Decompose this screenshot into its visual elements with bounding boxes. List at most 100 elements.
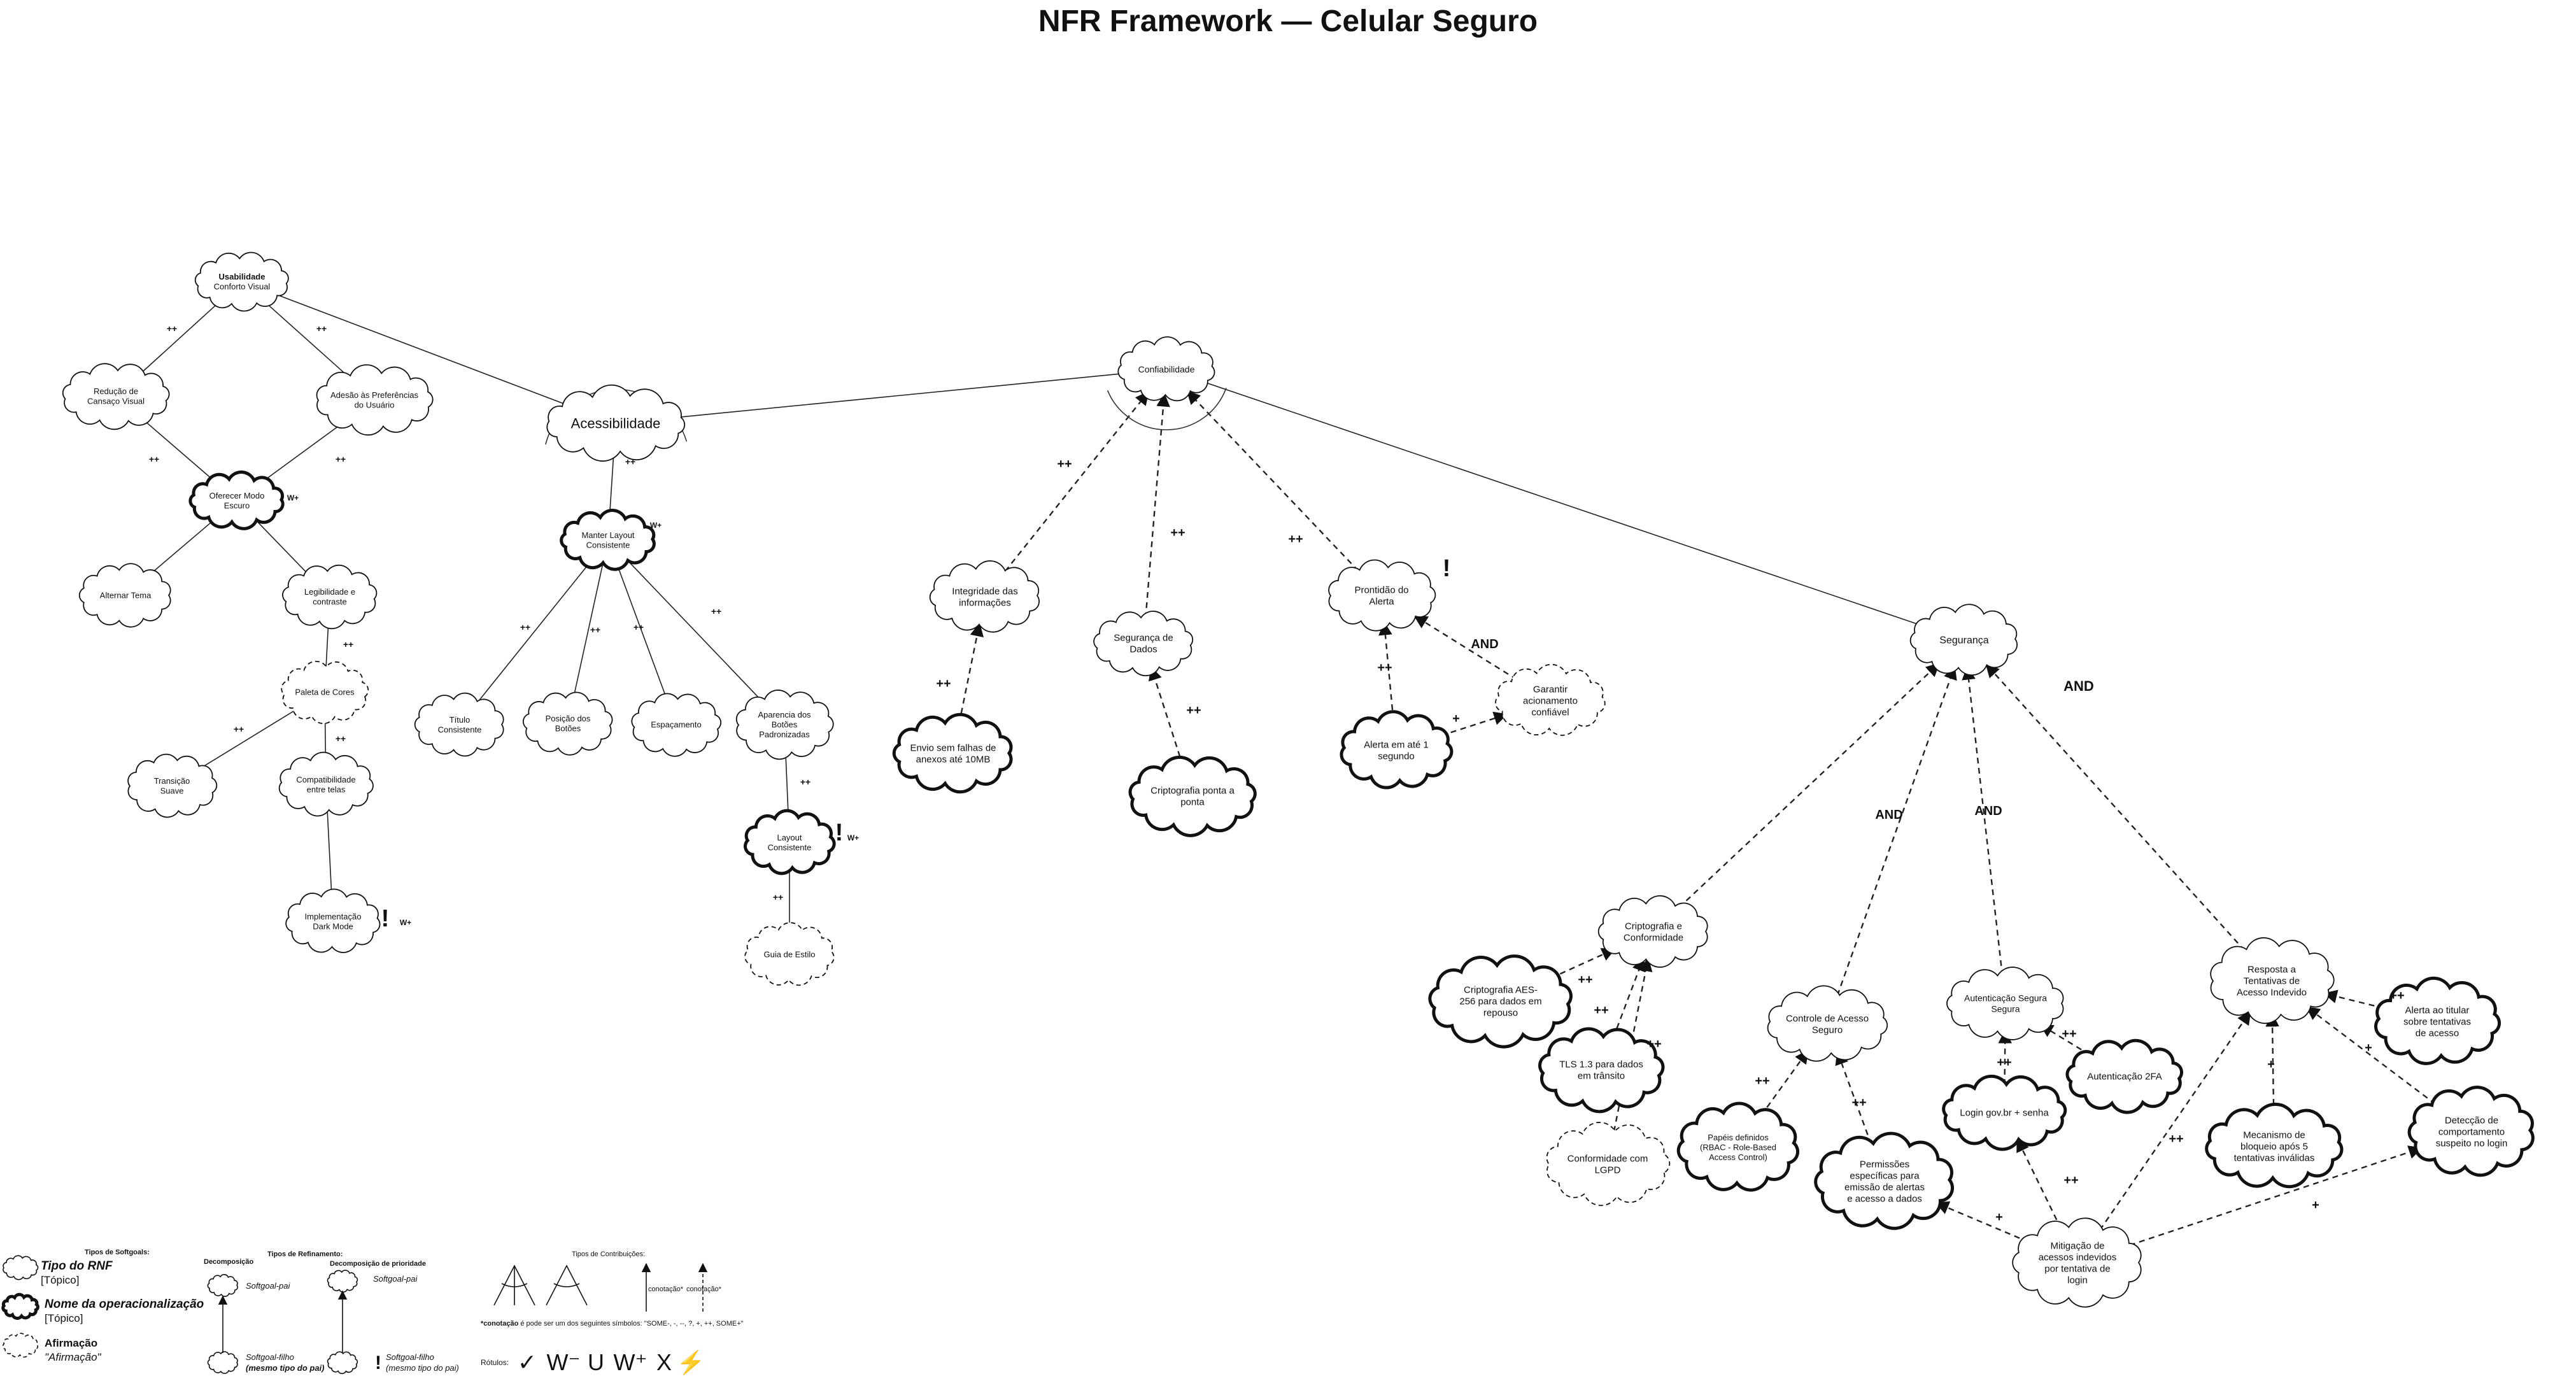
edge-tls-to-criptoconf <box>1612 957 1646 1038</box>
usab-label-l2: Conforto Visual <box>214 281 271 291</box>
mecanismo-label-l3: tentativas inválidas <box>2234 1152 2315 1163</box>
softgoal-aut2fa: Autenticação 2FA <box>2065 1038 2183 1114</box>
mitig-label-l3: por tentativa de <box>2044 1263 2110 1274</box>
legend-and-symbol-0 <box>493 1264 535 1306</box>
segdados-cloud <box>1093 611 1194 677</box>
aparencia-label-l3: Padronizadas <box>759 730 810 739</box>
lgpd-label-l1: Conformidade com <box>1568 1153 1648 1164</box>
permissoes-label-l2: específicas para <box>1850 1170 1920 1181</box>
softgoal-seg: Segurança <box>1909 604 2018 676</box>
legend-child: Softgoal-filho <box>386 1352 434 1362</box>
edge-papeis-to-controle <box>1760 1049 1809 1116</box>
edge-aparencia-to-layoutc <box>785 752 789 818</box>
aes-cloud <box>1428 954 1573 1049</box>
edge-label-plus-plus: ++ <box>520 622 530 632</box>
deteccao-label-l3: suspeito no login <box>2436 1138 2508 1149</box>
legend-nfr_type: Tipo do RNF <box>41 1259 113 1273</box>
legend-child_note: (mesmo tipo do pai) <box>246 1363 325 1373</box>
usab-cloud <box>194 251 289 312</box>
cripto_pp-label-l1: Criptografia ponta a <box>1150 785 1235 796</box>
legend-claim: Afirmação <box>45 1337 97 1349</box>
posicao-label-l2: Botões <box>555 723 581 733</box>
espac-label-l1: Espaçamento <box>651 720 702 730</box>
titulo-cloud <box>414 692 504 757</box>
modoescuro-label-l2: Escuro <box>224 500 250 510</box>
softgoal-guia: Guia de Estilo <box>744 922 835 986</box>
permissoes-label-l4: e acesso a dados <box>1847 1193 1922 1204</box>
edge-label-plus-plus: ++ <box>2389 989 2404 1003</box>
criptoconf-label-l1: Criptografia e <box>1625 921 1682 931</box>
edge-envio-to-integ <box>958 622 984 724</box>
seg-label-l1: Segurança <box>1939 635 1988 646</box>
criptoconf-label-l2: Conformidade <box>1624 932 1683 943</box>
lgpd-cloud <box>1546 1121 1671 1207</box>
autent-cloud <box>1946 967 2064 1040</box>
softgoal-confiab: Confiabilidade <box>1117 336 1215 402</box>
edge-label-wplus: W+ <box>400 918 411 927</box>
edge-label-plus-plus: ++ <box>936 677 951 691</box>
segdados-label-l1: Segurança de <box>1114 632 1173 643</box>
edge-label-plus: + <box>2267 1058 2275 1072</box>
integ-cloud <box>929 560 1040 633</box>
mecanismo-label-l1: Mecanismo de <box>2243 1130 2305 1140</box>
compat-cloud <box>278 751 374 817</box>
edge-label-plus: + <box>1995 1210 2003 1224</box>
manter-label-l1: Manter Layout <box>581 530 634 540</box>
edge-label-plus-plus: ++ <box>316 323 327 334</box>
resposta-label-l3: Acesso Indevido <box>2237 987 2307 998</box>
edge-acess-to-manter <box>609 451 614 518</box>
legend-refinement-cloud-2 <box>327 1270 358 1293</box>
modoescuro-label-l1: Oferecer Modo <box>209 491 265 500</box>
edge-label-plus-plus: ++ <box>2169 1132 2183 1146</box>
legib-label-l1: Legibilidade e <box>304 587 355 597</box>
posicao-cloud <box>522 691 613 756</box>
guia-label-l1: Guia de Estilo <box>764 950 816 960</box>
integ-label-l1: Integridade das <box>952 586 1017 597</box>
legend-parent: Softgoal-pai <box>246 1281 290 1291</box>
edge-usab-to-reducao <box>139 301 221 375</box>
envio-cloud <box>892 712 1013 794</box>
edge-label-wplus: W+ <box>847 833 859 842</box>
mecanismo-label-l2: bloqueio após 5 <box>2240 1141 2308 1152</box>
layoutc-cloud <box>744 809 836 875</box>
legend-conotacao-note: *conotação é pode ser um dos seguintes s… <box>481 1320 744 1328</box>
resposta-label-l1: Resposta a <box>2247 964 2296 975</box>
legend-label-symbol-2: U <box>588 1349 604 1375</box>
edge-label-crit: ! <box>381 905 390 932</box>
edge-label-plus-plus: ++ <box>1594 1003 1608 1017</box>
edge-label-plus-plus: ++ <box>2063 1173 2078 1187</box>
legend-label-symbol-4: X <box>656 1349 672 1375</box>
edge-alerta1s-to-garantir <box>1441 711 1508 737</box>
legend-parent: Softgoal-pai <box>373 1274 418 1284</box>
papeis-cloud <box>1676 1101 1800 1192</box>
logingov-cloud <box>1942 1074 2067 1151</box>
edge-label-plus-plus: ++ <box>1377 661 1392 675</box>
edge-deteccao-to-resposta <box>2305 1006 2437 1105</box>
legend-nfr-cloud <box>3 1255 39 1280</box>
papeis-label-l1: Papéis definidos <box>1708 1133 1769 1142</box>
permissoes-label-l1: Permissões <box>1860 1159 1909 1170</box>
deteccao-label-l1: Detecção de <box>2445 1115 2498 1126</box>
compat-label-l2: entre telas <box>307 784 346 794</box>
aes-label-l1: Criptografia AES- <box>1464 984 1538 995</box>
aparencia-label-l2: Botões <box>772 720 798 730</box>
espac-cloud <box>631 693 722 757</box>
garantir-label-l3: confiável <box>1531 707 1569 718</box>
legend: Tipos de Softgoals:Tipo do RNF[Tópico]No… <box>1 1249 744 1376</box>
cripto_pp-cloud <box>1128 755 1257 837</box>
legend-claim-cloud <box>2 1333 39 1358</box>
edge-compat-to-impl <box>327 809 332 896</box>
paleta-label-l1: Paleta de Cores <box>295 688 355 697</box>
edge-segdados-to-confiab <box>1145 393 1170 618</box>
edge-paleta-to-transicao <box>201 709 297 768</box>
transicao-cloud <box>127 753 218 818</box>
edge-label-plus-plus: ++ <box>1646 1037 1661 1051</box>
